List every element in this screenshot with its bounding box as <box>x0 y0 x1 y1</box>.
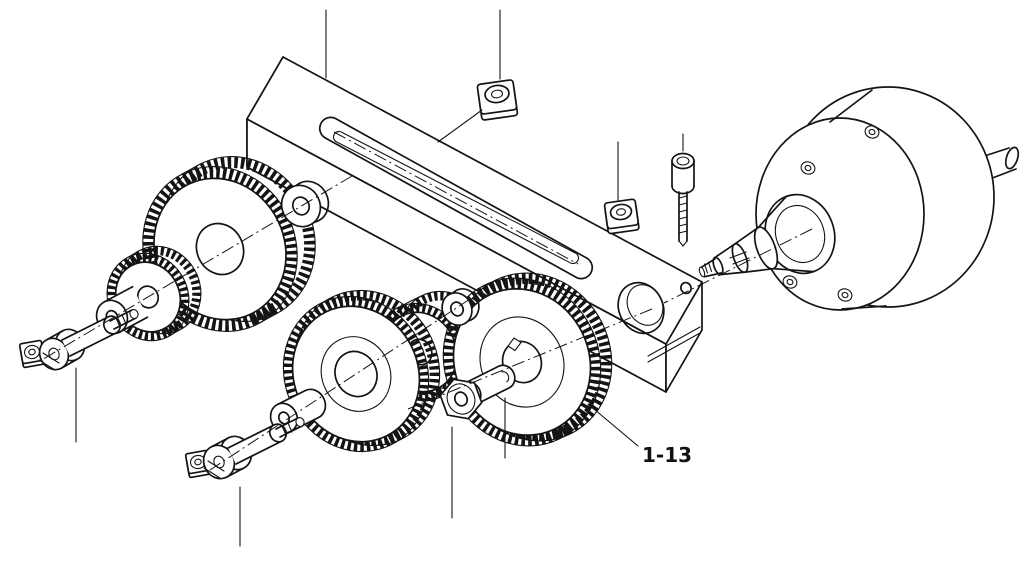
shaft-assembly-lower <box>184 417 305 480</box>
socket-head-screw <box>671 152 695 247</box>
motor-output-shaft <box>698 193 836 278</box>
leader-lines <box>75 9 684 547</box>
center-lines <box>39 131 813 471</box>
hex-nut <box>439 378 483 420</box>
slotted-collar-left <box>38 328 86 371</box>
t-nut-upper <box>476 79 519 121</box>
spur-gear-upper-large <box>142 156 316 332</box>
t-nut-middle <box>603 198 640 235</box>
stepped-shaft-lower <box>227 417 305 465</box>
motor-face-bolts <box>782 125 880 302</box>
bar-clamp-hole <box>617 281 665 335</box>
callout-1-13: 1-13 <box>587 403 692 467</box>
washer-upper <box>280 180 330 228</box>
callout-label: 1-13 <box>642 443 692 467</box>
motor-gearhead <box>698 86 1020 311</box>
washer-center <box>441 288 480 326</box>
bar-end-hole <box>680 281 692 295</box>
hex-nut-with-bushing <box>439 364 516 420</box>
square-nut-left <box>18 339 46 369</box>
